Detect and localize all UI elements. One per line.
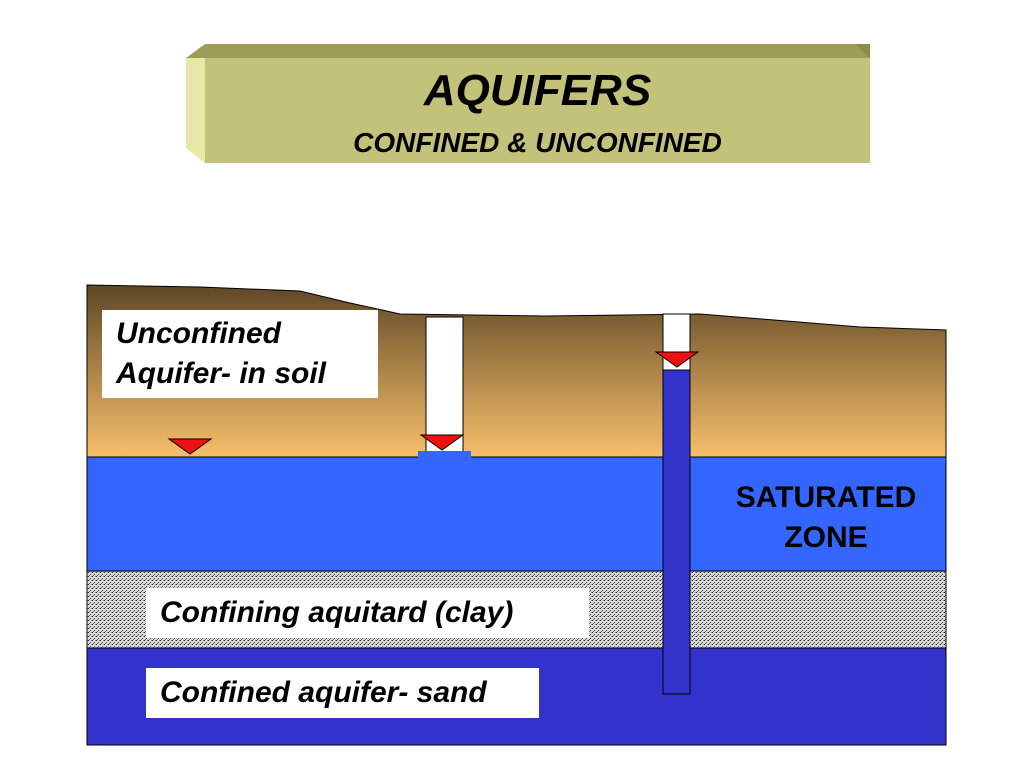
shallow-well-casing xyxy=(425,316,464,457)
red-triangle-icon xyxy=(654,351,700,368)
shallow-well-water xyxy=(418,451,471,458)
title-subtitle: CONFINED & UNCONFINED xyxy=(353,127,722,158)
title-box-top-face xyxy=(186,44,870,58)
shallow-well xyxy=(418,316,471,458)
unconfined-aquifer-label: Unconfined Aquifer- in soil xyxy=(102,310,378,398)
title-box-left-face xyxy=(186,58,205,163)
red-triangle-icon xyxy=(419,434,465,451)
unconfined-label-line2: Aquifer- in soil xyxy=(116,357,326,390)
saturated-zone-label: SATURATED ZONE xyxy=(714,478,938,558)
saturated-label-line2: ZONE xyxy=(784,521,868,554)
saturated-label-line1: SATURATED xyxy=(735,481,917,514)
title-box-front-face xyxy=(205,58,870,163)
red-triangle-icon xyxy=(167,438,213,455)
confining-aquitard-label: Confining aquitard (clay) xyxy=(146,588,589,638)
deep-well xyxy=(662,313,691,695)
saturated-zone-layer xyxy=(86,456,947,572)
confined-aquifer-label: Confined aquifer- sand xyxy=(146,668,539,718)
title-main: AQUIFERS xyxy=(423,66,652,115)
title-box xyxy=(186,44,870,163)
unconfined-label-line1: Unconfined xyxy=(116,317,281,350)
deep-well-water xyxy=(662,369,691,695)
title-box-right-edge xyxy=(855,44,870,58)
